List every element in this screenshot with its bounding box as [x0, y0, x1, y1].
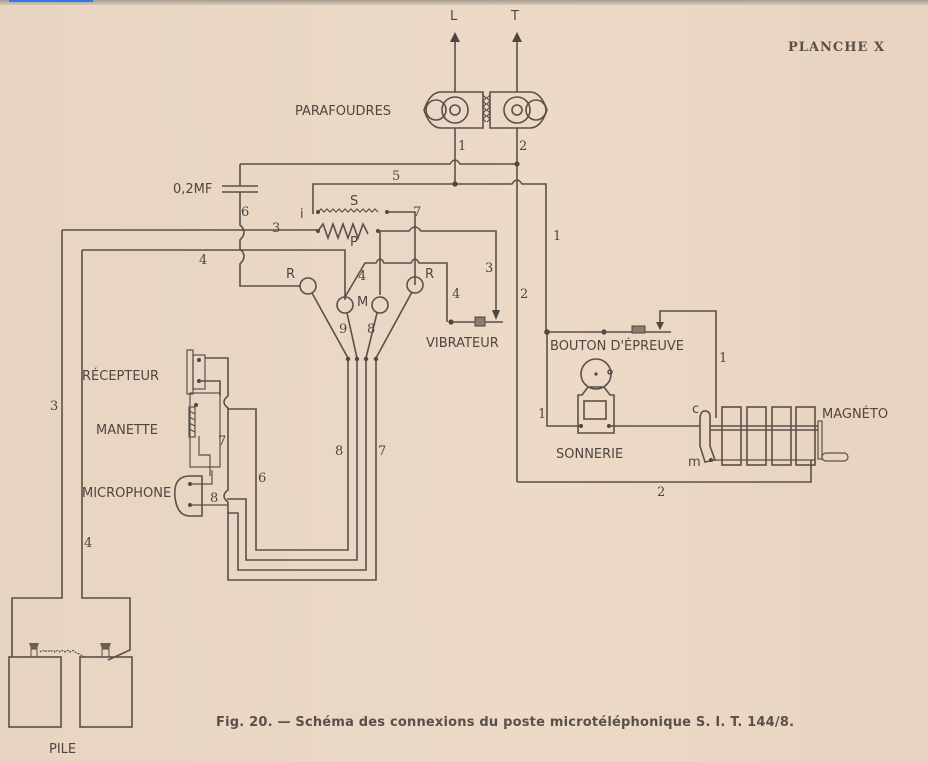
svg-text:3: 3	[485, 261, 493, 276]
line-arrow-icon	[450, 32, 460, 42]
svg-text:PARAFOUDRES: PARAFOUDRES	[295, 104, 391, 119]
earth-arrow-icon	[512, 32, 522, 42]
svg-text:2: 2	[520, 287, 528, 302]
vibrator: VIBRATEUR	[426, 316, 503, 351]
svg-text:BOUTON D'ÉPREUVE: BOUTON D'ÉPREUVE	[550, 338, 684, 354]
lightning-arresters: PARAFOUDRES 1 2	[295, 91, 548, 154]
svg-text:8: 8	[367, 322, 375, 337]
svg-text:MANETTE: MANETTE	[96, 423, 158, 438]
svg-text:1: 1	[719, 351, 727, 366]
plate-label: PLANCHE X	[788, 40, 886, 55]
svg-text:T: T	[510, 9, 519, 24]
svg-text:9: 9	[339, 322, 347, 337]
svg-text:SONNERIE: SONNERIE	[556, 447, 623, 462]
svg-text:3: 3	[50, 399, 58, 414]
top-wiring: 5 1 2	[240, 128, 561, 482]
active-tab-indicator[interactable]	[9, 0, 93, 2]
handset: RÉCEPTEUR MANETTE MICROPHONE 7 8	[82, 349, 227, 517]
svg-text:7: 7	[413, 205, 421, 220]
svg-text:3: 3	[272, 221, 280, 236]
battery-cell-left	[8, 656, 62, 728]
window-top-edge	[0, 0, 928, 5]
svg-text:R: R	[425, 267, 434, 282]
svg-text:M: M	[357, 295, 368, 310]
svg-text:8: 8	[335, 444, 343, 459]
earth-terminal: T	[510, 9, 522, 92]
battery-cell-right	[79, 656, 133, 728]
svg-text:2: 2	[657, 485, 665, 500]
svg-text:4: 4	[452, 287, 460, 302]
battery: PILE	[8, 643, 133, 757]
svg-text:2: 2	[519, 139, 527, 154]
test-button: BOUTON D'ÉPREUVE 1	[544, 310, 727, 418]
jack-r-left	[299, 277, 317, 295]
svg-text:1: 1	[553, 229, 561, 244]
capacitor: 0,2MF 6	[173, 164, 300, 287]
handset-cords: 6 8 7	[205, 357, 386, 581]
bell: 1 SONNERIE	[538, 332, 700, 462]
induction-coil: i S P 7 3	[300, 194, 500, 320]
jack-m-right	[371, 296, 389, 314]
svg-text:m: m	[688, 455, 701, 470]
svg-text:VIBRATEUR: VIBRATEUR	[426, 336, 499, 351]
line-terminal: L	[450, 9, 460, 92]
svg-text:0,2MF: 0,2MF	[173, 182, 212, 197]
svg-text:c: c	[692, 402, 699, 417]
svg-text:i: i	[300, 207, 304, 222]
svg-text:7: 7	[218, 434, 226, 449]
svg-text:4: 4	[358, 269, 366, 284]
svg-text:8: 8	[210, 491, 218, 506]
figure-caption: Fig. 20. — Schéma des connexions du post…	[216, 715, 795, 730]
jack-r-right	[406, 276, 424, 294]
svg-text:1: 1	[538, 407, 546, 422]
svg-text:MAGNÉTO: MAGNÉTO	[822, 406, 888, 422]
svg-text:5: 5	[392, 169, 400, 184]
svg-text:4: 4	[84, 536, 92, 551]
svg-text:PILE: PILE	[49, 742, 76, 757]
svg-text:6: 6	[258, 471, 266, 486]
svg-text:P: P	[350, 235, 358, 250]
svg-text:4: 4	[199, 253, 207, 268]
magneto: c m MAGNÉTO 2	[517, 402, 888, 500]
battery-leads: 3 4 3 4	[11, 221, 346, 661]
svg-text:MICROPHONE: MICROPHONE	[82, 486, 171, 501]
svg-text:7: 7	[378, 444, 386, 459]
svg-text:RÉCEPTEUR: RÉCEPTEUR	[82, 368, 159, 384]
svg-text:1: 1	[458, 139, 466, 154]
svg-text:R: R	[286, 267, 295, 282]
svg-text:L: L	[450, 9, 458, 24]
svg-text:S: S	[350, 194, 358, 209]
svg-text:6: 6	[241, 205, 249, 220]
